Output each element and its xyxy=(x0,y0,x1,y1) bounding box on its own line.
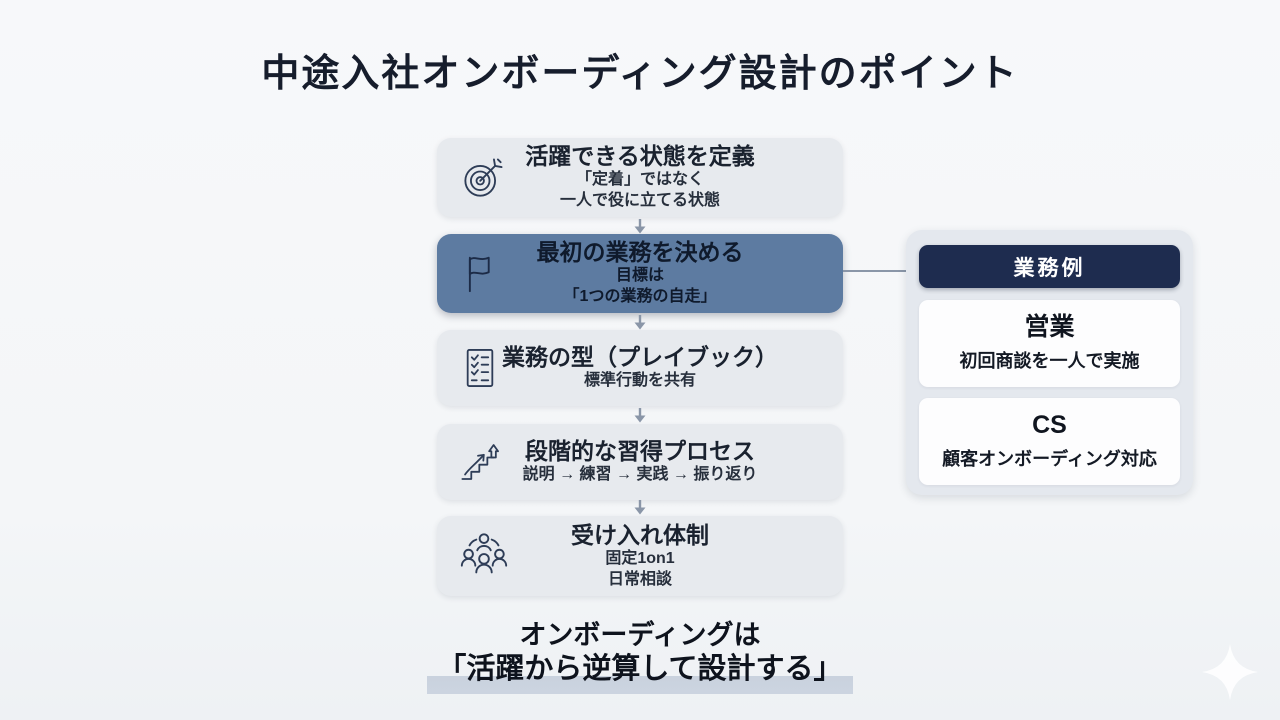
flow-step-playbook: 業務の型（プレイブック） 標準行動を共有 xyxy=(437,330,843,406)
flow-step-learning-process: 段階的な習得プロセス 説明 → 練習 → 実践 → 振り返り xyxy=(437,424,843,500)
step-subline: 「定着」ではなく xyxy=(575,171,704,189)
key-message: オンボーディングは 「活躍から逆算して設計する」 xyxy=(0,619,1280,695)
step-subline: 一人で役に立てる状態 xyxy=(559,192,720,210)
step-subline: 「1つの業務の自走」 xyxy=(563,288,717,306)
step-subline: 日常相談 xyxy=(607,570,672,588)
panel-header: 業務例 xyxy=(919,245,1180,288)
step-title: 業務の型（プレイブック） xyxy=(502,344,778,371)
page-title: 中途入社オンボーディング設計のポイント xyxy=(261,53,1019,95)
flow-step-define-success: 活躍できる状態を定義 「定着」ではなく 一人で役に立てる状態 xyxy=(437,138,843,217)
card-description: 初回商談を一人で実施 xyxy=(959,350,1140,371)
down-arrow-icon xyxy=(632,500,648,515)
step-subline: 標準行動を共有 xyxy=(583,372,696,390)
key-message-line2: 「活躍から逆算して設計する」 xyxy=(427,652,853,695)
checklist-icon xyxy=(457,345,503,391)
down-arrow-icon xyxy=(632,315,648,330)
flow-step-support-structure: 受け入れ体制 固定1on1 日常相談 xyxy=(437,516,843,596)
task-examples-panel: 業務例 営業 初回商談を一人で実施 CS 顧客オンボーディング対応 xyxy=(906,230,1193,495)
example-card-cs: CS 顧客オンボーディング対応 xyxy=(919,398,1180,485)
example-card-sales: 営業 初回商談を一人で実施 xyxy=(919,300,1180,387)
down-arrow-icon xyxy=(632,219,648,234)
step-subline: 目標は xyxy=(615,267,664,285)
people-icon xyxy=(457,529,511,583)
key-message-line1: オンボーディングは xyxy=(519,620,761,650)
stairs-icon xyxy=(457,437,507,487)
step-title: 最初の業務を決める xyxy=(536,239,744,266)
panel-connector-line xyxy=(843,270,906,272)
target-icon xyxy=(457,152,509,204)
sparkle-icon xyxy=(1200,642,1260,702)
step-title: 受け入れ体制 xyxy=(571,521,709,548)
step-title: 活躍できる状態を定義 xyxy=(525,143,755,170)
step-title: 段階的な習得プロセス xyxy=(525,438,755,465)
card-description: 顧客オンボーディング対応 xyxy=(942,448,1157,469)
flag-icon xyxy=(457,250,505,298)
card-title: 営業 xyxy=(1024,313,1075,342)
step-subline: 固定1on1 xyxy=(605,549,675,567)
down-arrow-icon xyxy=(632,408,648,423)
flow-step-first-task: 最初の業務を決める 目標は 「1つの業務の自走」 xyxy=(437,234,843,313)
step-subline: 説明 → 練習 → 実践 → 振り返り xyxy=(522,466,758,484)
card-title: CS xyxy=(1032,411,1067,440)
